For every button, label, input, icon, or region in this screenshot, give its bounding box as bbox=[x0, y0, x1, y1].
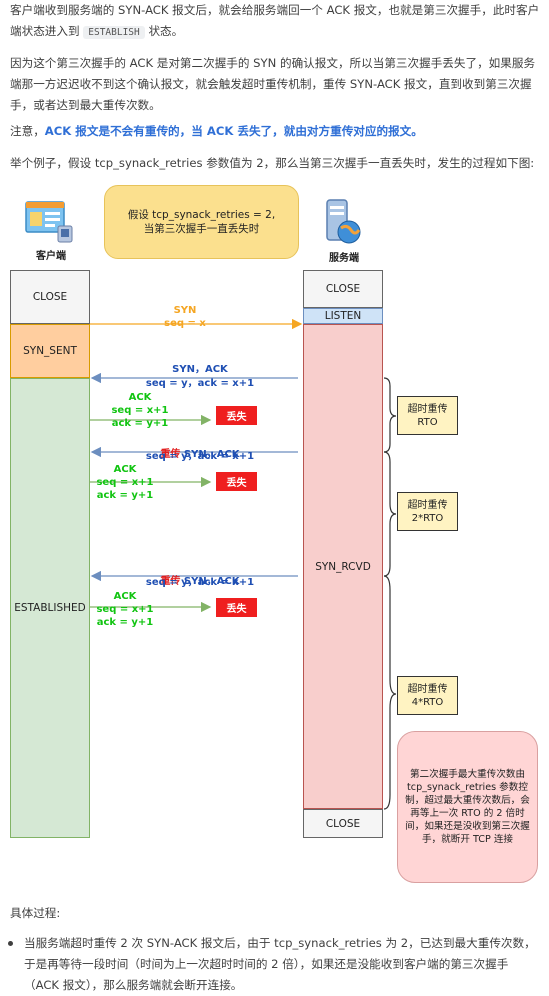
lost-badge-3: 丢失 bbox=[216, 598, 257, 617]
scenario-note: 假设 tcp_synack_retries = 2, 当第三次握手一直丢失时 bbox=[104, 185, 299, 259]
scenario-note-line-2: 当第三次握手一直丢失时 bbox=[143, 223, 260, 235]
bullet-dot bbox=[8, 941, 13, 946]
paragraph-2: 因为这个第三次握手的 ACK 是对第二次握手的 SYN 的确认报文，所以当第三次… bbox=[10, 56, 536, 112]
server-state-syn-rcvd: SYN_RCVD bbox=[303, 324, 383, 809]
ack-3-ack: ack = y+1 bbox=[96, 617, 154, 628]
establish-code: ESTABLISH bbox=[83, 26, 145, 39]
client-state-syn-sent: SYN_SENT bbox=[10, 324, 90, 378]
paragraph-1-text-b: 状态。 bbox=[148, 24, 184, 38]
rto-box-1: 超时重传 RTO bbox=[397, 396, 458, 435]
message-arrows bbox=[90, 318, 397, 810]
rto-3-line-2: 4*RTO bbox=[411, 696, 444, 708]
ack-1-label: ACK bbox=[128, 392, 152, 403]
scenario-note-line-1: 假设 tcp_synack_retries = 2, bbox=[127, 209, 276, 221]
server-state-close: CLOSE bbox=[303, 270, 383, 308]
ack-2-seq: seq = x+1 bbox=[96, 477, 154, 488]
rto-3-line-1: 超时重传 bbox=[407, 683, 448, 695]
lost-badge-1: 丢失 bbox=[216, 406, 257, 425]
rto-box-2: 超时重传 2*RTO bbox=[397, 492, 458, 531]
retrans-prefix-1: 重传 bbox=[160, 449, 181, 460]
paragraph-4: 举个例子，假设 tcp_synack_retries 参数值为 2，那么当第三次… bbox=[10, 156, 535, 170]
client-state-close: CLOSE bbox=[10, 270, 90, 324]
rto-1-line-2: RTO bbox=[417, 416, 438, 428]
server-state-close-final: CLOSE bbox=[303, 809, 383, 838]
synack-3-text: SYN，ACK bbox=[183, 576, 240, 587]
rto-brace-1 bbox=[383, 377, 397, 453]
ack-3-seq: seq = x+1 bbox=[96, 604, 154, 615]
synack-1-seq: seq = y，ack = x+1 bbox=[145, 378, 255, 389]
ack-2-ack: ack = y+1 bbox=[96, 490, 154, 501]
handshake-diagram: 客户端 服务端 假设 tcp_synack_retries = 2, 当第三次握… bbox=[0, 180, 549, 900]
client-computer-icon bbox=[25, 201, 73, 243]
process-bullet-text: 当服务端超时重传 2 次 SYN-ACK 报文后，由于 tcp_synack_r… bbox=[24, 936, 536, 992]
paragraph-1: 客户端收到服务端的 SYN-ACK 报文后，就会给服务端回一个 ACK 报文，也… bbox=[10, 0, 540, 43]
synack-1-label: SYN，ACK bbox=[172, 364, 228, 375]
ack-1-ack: ack = y+1 bbox=[111, 418, 169, 429]
synack-2-text: SYN，ACK bbox=[183, 449, 240, 460]
synack-2-label: 重传 SYN，ACK bbox=[140, 437, 260, 461]
retrans-prefix-2: 重传 bbox=[160, 576, 181, 587]
ack-2-label: ACK bbox=[113, 464, 137, 475]
syn-seq-label: seq = x bbox=[164, 318, 206, 329]
synack-3-seq: seq = y，ack = x+1 bbox=[145, 577, 255, 588]
ack-3-label: ACK bbox=[113, 591, 137, 602]
ack-1-seq: seq = x+1 bbox=[111, 405, 169, 416]
rto-brace-2 bbox=[383, 451, 397, 577]
note-highlight: ACK 报文是不会有重传的，当 ACK 丢失了，就由对方重传对应的报文。 bbox=[44, 124, 423, 138]
server-state-listen: LISTEN bbox=[303, 308, 383, 324]
synack-2-seq: seq = y，ack = x+1 bbox=[145, 451, 255, 462]
lost-badge-2: 丢失 bbox=[216, 472, 257, 491]
rto-2-line-2: 2*RTO bbox=[411, 512, 444, 524]
max-retries-note: 第二次握手最大重传次数由 tcp_synack_retries 参数控制，超过最… bbox=[397, 731, 538, 883]
syn-label: SYN bbox=[173, 305, 197, 316]
client-label: 客户端 bbox=[36, 251, 66, 262]
server-icon bbox=[326, 199, 361, 244]
paragraph-3: 注意，ACK 报文是不会有重传的，当 ACK 丢失了，就由对方重传对应的报文。 bbox=[10, 121, 540, 142]
rto-brace-3 bbox=[383, 575, 397, 810]
server-label: 服务端 bbox=[329, 253, 359, 264]
synack-3-label: 重传 SYN，ACK bbox=[140, 564, 260, 588]
paragraph-1-text-a: 客户端收到服务端的 SYN-ACK 报文后，就会给服务端回一个 ACK 报文，也… bbox=[10, 3, 540, 38]
note-prefix: 注意， bbox=[10, 124, 45, 138]
rto-1-line-1: 超时重传 bbox=[407, 403, 448, 415]
rto-2-line-1: 超时重传 bbox=[407, 499, 448, 511]
client-state-established: ESTABLISHED bbox=[10, 378, 90, 838]
process-heading: 具体过程: bbox=[10, 906, 61, 920]
rto-box-3: 超时重传 4*RTO bbox=[397, 676, 458, 715]
process-bullet: 当服务端超时重传 2 次 SYN-ACK 报文后，由于 tcp_synack_r… bbox=[8, 933, 539, 996]
